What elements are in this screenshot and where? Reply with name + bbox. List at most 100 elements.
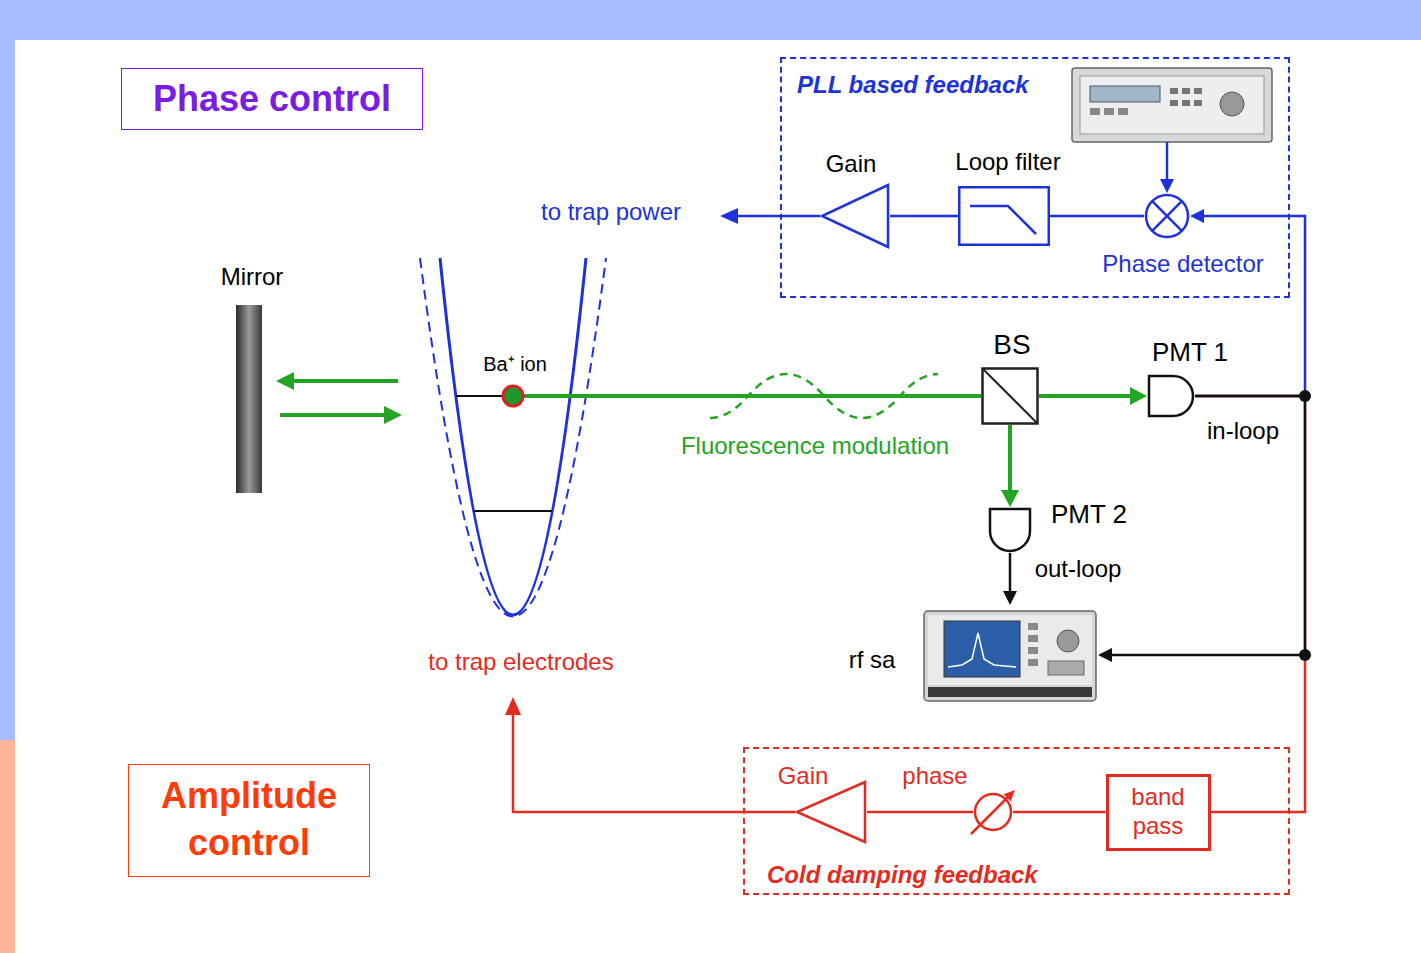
amplifier: Gain — [820, 183, 890, 249]
ion-dot — [503, 386, 523, 406]
energy-level — [474, 510, 552, 512]
beam-splitter — [983, 369, 1038, 424]
trap-potential — [440, 258, 586, 615]
node-label: Cold damping feedback — [767, 861, 1038, 889]
photomultiplier: PMT 2out-loop — [988, 507, 1032, 553]
spectrum-trace — [948, 633, 1016, 667]
node-label: rf sa — [849, 646, 896, 674]
amplifier-triangle — [797, 782, 865, 842]
signal-label: Fluorescence modulation — [681, 432, 949, 460]
node-shape — [820, 183, 890, 249]
connector-line — [1050, 215, 1144, 218]
connector — [1098, 396, 1305, 662]
connector — [525, 396, 981, 397]
beam-arrow — [290, 379, 398, 383]
connector-line — [1008, 425, 1012, 497]
reference-wire — [1166, 142, 1169, 182]
node-label: PMT 1 — [1152, 338, 1228, 368]
connector-line — [1106, 396, 1305, 655]
mixer-cross — [1152, 201, 1182, 231]
amplifier: Gain — [795, 780, 867, 844]
spectrum-analyzer: rf sa — [922, 605, 1098, 705]
connector-line — [867, 811, 973, 814]
connector-line — [525, 394, 981, 398]
node-shape — [958, 186, 1050, 246]
connector — [1003, 553, 1017, 605]
generator-knob — [1220, 92, 1244, 116]
analyzer-body — [924, 611, 1096, 701]
analyzer-screen — [944, 621, 1020, 677]
node-shape — [236, 305, 262, 493]
ion: Ba⁺ ion — [501, 384, 525, 408]
generator-button — [1194, 100, 1202, 106]
box-text: Amplitude control — [137, 773, 361, 867]
arrow-head — [1190, 209, 1204, 223]
node-label: Gain — [778, 762, 829, 790]
connector-line — [1013, 811, 1106, 814]
node-shape — [988, 507, 1032, 553]
signal-label: to trap electrodes — [428, 648, 613, 676]
amplifier-triangle — [822, 185, 888, 247]
generator-panel — [1080, 76, 1264, 134]
filter-box: band pass — [1106, 774, 1211, 851]
connector — [890, 216, 958, 217]
connector-line — [1009, 553, 1012, 597]
photomultiplier: PMT 1in-loop — [1147, 374, 1195, 418]
generator-button — [1090, 108, 1100, 115]
node-label: Mirror — [221, 263, 284, 291]
node-shape — [1147, 374, 1195, 418]
arrow-head — [1160, 179, 1174, 193]
connector — [1039, 387, 1147, 405]
generator-button — [1194, 88, 1202, 94]
arrow-head — [384, 406, 402, 424]
top-band — [0, 0, 1421, 40]
node-shape — [981, 367, 1039, 425]
node-label: PLL based feedback — [797, 71, 1029, 99]
node-shape — [973, 792, 1013, 832]
output-wire — [513, 712, 795, 812]
box-text: Phase control — [153, 78, 391, 120]
generator-button — [1170, 88, 1178, 94]
node-shape — [795, 780, 867, 844]
analyzer-button — [1028, 635, 1038, 642]
connector — [1001, 425, 1019, 507]
trap-potential-dashed — [420, 258, 606, 617]
arrow-head — [1003, 591, 1017, 605]
node-label: PMT 2 — [1051, 500, 1127, 530]
node-label: Ba⁺ ion — [483, 353, 547, 376]
signal-label: to trap power — [541, 198, 681, 226]
feedback-group: PLL based feedbackGainLoop filterPhase d… — [780, 57, 1290, 298]
junction-dot — [1299, 390, 1311, 402]
analyzer-knob — [1057, 630, 1079, 652]
analyzer-base — [928, 687, 1092, 697]
arrow-head — [1130, 387, 1147, 405]
analyzer-keys — [1048, 661, 1084, 675]
generator-button — [1182, 100, 1190, 106]
mixer-circle — [1146, 195, 1188, 237]
loop-filter: Loop filter — [958, 186, 1050, 246]
mirror: Mirror — [236, 305, 262, 493]
node-label: Phase detector — [1102, 250, 1263, 278]
phase-detector: Phase detector — [1144, 193, 1190, 239]
feedback-group: Cold damping feedback Gain phase band pass — [743, 747, 1290, 895]
arrow-head — [505, 697, 521, 715]
junction-dot — [1299, 649, 1311, 661]
node-label: phase — [902, 762, 967, 790]
node-sublabel: out-loop — [1035, 555, 1122, 583]
arrow-head — [1001, 490, 1019, 507]
generator-button — [1182, 88, 1190, 94]
phase-shifter: phase — [973, 792, 1013, 832]
mirror-bar — [236, 305, 262, 493]
generator-button — [1118, 108, 1128, 115]
analyzer-button — [1028, 623, 1038, 630]
node-sublabel: in-loop — [1207, 417, 1279, 445]
signal-generator — [1072, 68, 1272, 142]
analyzer-button — [1028, 647, 1038, 654]
connector — [1013, 812, 1106, 813]
node-shape — [1144, 193, 1190, 239]
connector-line — [890, 215, 958, 218]
arrow-head — [720, 208, 738, 224]
analyzer-button — [1028, 659, 1038, 666]
beam-arrow — [280, 413, 388, 417]
